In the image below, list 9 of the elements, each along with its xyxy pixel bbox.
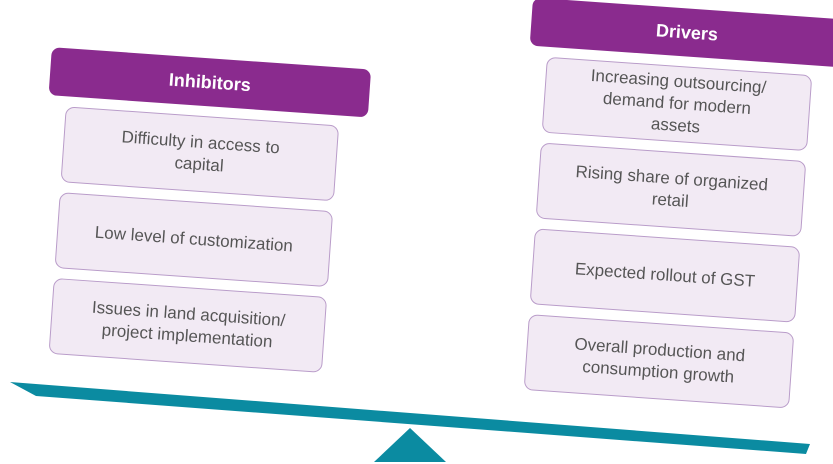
heading-band: Drivers [530,0,833,68]
factor-card: Low level of customization [54,192,334,288]
factor-card: Increasing outsourcing/ demand for modern assets [542,56,812,152]
factor-card: Issues in land acquisition/ project implementation [48,278,328,373]
factor-card: Expected rollout of GST [530,228,800,323]
factor-card: Difficulty in access to capital [60,106,340,202]
heading-band: Inhibitors [48,47,372,118]
factor-card: Overall production and consumption growth [524,314,794,408]
factor-card: Rising share of organized retail [536,142,806,237]
